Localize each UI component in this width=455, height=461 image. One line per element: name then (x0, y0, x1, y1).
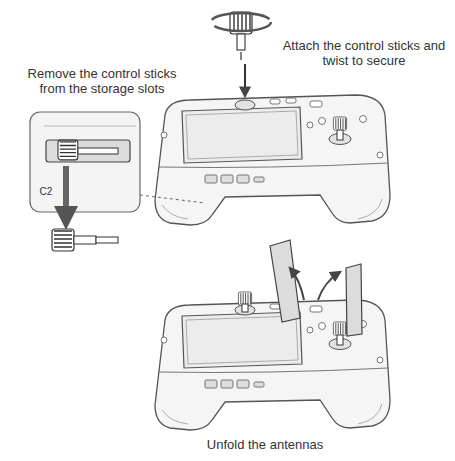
slot-label: C2 (36, 186, 56, 197)
control-stick (211, 12, 271, 96)
instruction-text: Unfold the antennas (140, 437, 390, 452)
instruction-text: Remove the control sticks from the stora… (22, 66, 182, 96)
control-stick (52, 229, 118, 251)
remote-controller (155, 95, 390, 225)
storage-slot-inset (30, 112, 205, 218)
instruction-text: Remove the control sticks from the stora… (22, 66, 182, 96)
antenna (270, 240, 362, 336)
instruction-text: Unfold the antennas (140, 437, 390, 452)
instruction-text: Attach the control sticks and twist to s… (278, 38, 450, 68)
slot-label: C2 (36, 186, 56, 197)
instruction-text: Attach the control sticks and twist to s… (278, 38, 450, 68)
